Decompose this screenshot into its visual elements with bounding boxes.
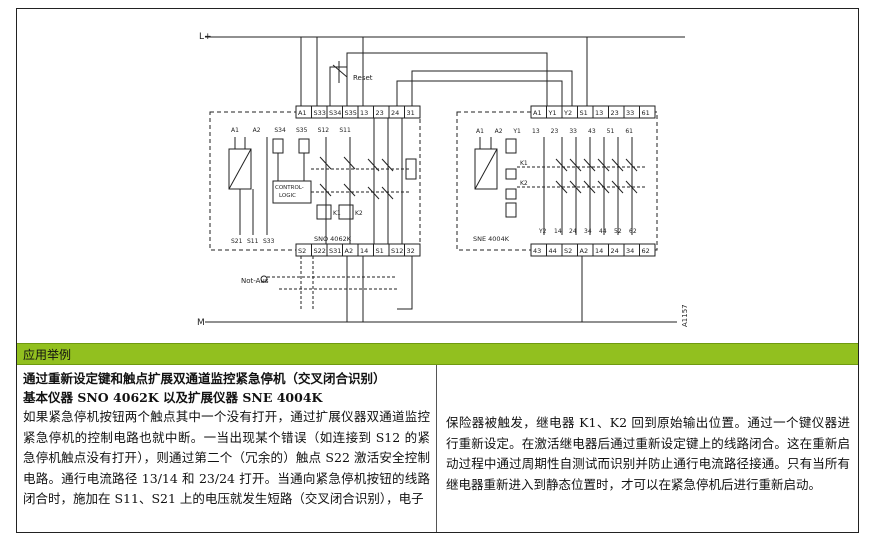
exp-internal-top-label: A1 [476,128,484,135]
base-internal-top-label: A1 [231,127,239,134]
exp-bottom-terminal: A2 [580,247,589,255]
base-bottom-terminal: 14 [360,247,368,255]
circuit-schematic: L+ M Reset Not-Aus SNO 4062K SNE 4004K C… [197,32,689,328]
base-bottom-terminal: S1 [376,247,384,255]
exp-unit-name: SNE 4004K [473,235,510,243]
base-relay-k2: K2 [355,210,363,217]
base-bottom-terminal: S12 [391,247,403,255]
base-internal-top-label: S12 [318,127,330,134]
base-bottom-terminal: 32 [407,247,415,255]
exp-contacts [555,137,638,235]
base-internal-top-label: A2 [253,127,261,134]
exp-bottom-terminal: 62 [642,247,650,255]
exp-internal-bottom-label: 34 [584,228,592,235]
title-primary: 通过重新设定键和触点扩展双通道监控紧急停机（交叉闭合识别） [23,371,386,386]
exp-internal-top-label: Y1 [512,128,521,135]
exp-internal-top-label: 33 [569,128,577,135]
base-top-terminal: A1 [298,109,307,117]
exp-top-terminal: Y1 [548,109,557,117]
section-bar-label: 应用举例 [23,348,72,362]
base-bottom-terminal: S2 [298,247,306,255]
reset-label: Reset [353,74,373,82]
left-column: 通过重新设定键和触点扩展双通道监控紧急停机（交叉闭合识别） 基本仪器 SNO 4… [17,365,437,532]
base-bottom-terminal: S22 [314,247,326,255]
control-logic-label-2: LOGIC [279,193,296,199]
exp-internal-top-label: 51 [607,128,615,135]
control-logic-label-1: CONTROL- [275,185,304,191]
right-body-text: 保险器被触发，继电器 K1、K2 回到原始输出位置。通过一个键仪器进行重新设定。… [446,415,850,492]
exp-top-terminal: Y2 [563,109,572,117]
exp-bottom-terminal: 44 [549,247,557,255]
exp-internal-top-label: 43 [588,128,596,135]
exp-relay-k2: K2 [520,180,528,187]
exp-top-terminal: A1 [533,109,542,117]
base-internal-bottom-label: S33 [263,238,275,245]
exp-top-terminal: 13 [595,109,603,117]
title-secondary: 基本仪器 SNO 4062K 以及扩展仪器 SNE 4004K [23,390,323,405]
exp-internal-bottom-label: 62 [629,228,637,235]
rail-top-label: L+ [199,32,212,42]
figure-id: A1157 [681,304,689,327]
base-top-terminal: 31 [407,109,415,117]
base-top-terminal: 24 [391,109,399,117]
rail-bottom-label: M [197,318,205,328]
exp-top-terminal: S1 [580,109,588,117]
exp-top-terminal: 33 [626,109,634,117]
exp-bottom-terminal: 14 [595,247,603,255]
base-internal-top-label: S11 [339,127,351,134]
base-bottom-terminal: A2 [345,247,354,255]
document-page: L+ M Reset Not-Aus SNO 4062K SNE 4004K C… [16,8,859,533]
description-table: 通过重新设定键和触点扩展双通道监控紧急停机（交叉闭合识别） 基本仪器 SNO 4… [17,365,858,532]
exp-internal-top-label: 23 [551,128,559,135]
exp-internal-bottom-label: 52 [614,228,622,235]
exp-internal-top-label: A2 [495,128,503,135]
section-bar: 应用举例 [17,343,858,365]
base-relay-k1: K1 [333,210,341,217]
exp-bottom-terminal: 24 [611,247,619,255]
exp-top-terminal: 23 [611,109,619,117]
exp-internal-top-label: 61 [625,128,633,135]
base-internal-top-label: S34 [274,127,286,134]
exp-bottom-terminal: 34 [626,247,634,255]
estop-label: Not-Aus [241,277,269,285]
exp-internal-bottom-label: 44 [599,228,607,235]
base-unit-name: SNO 4062K [314,235,352,243]
exp-internal-bottom-label: 14 [554,228,562,235]
base-top-terminal: S35 [345,109,357,117]
exp-bottom-terminal: S2 [564,247,572,255]
base-internal-bottom-label: S21 [231,238,243,245]
base-internal-bottom-label: S11 [247,238,259,245]
exp-relay-k1: K1 [520,160,528,167]
base-top-terminal: 23 [376,109,384,117]
exp-internal-bottom-label: Y2 [538,228,547,235]
base-top-terminal: S33 [314,109,326,117]
base-internal-top-label: S35 [296,127,308,134]
exp-internal-top-label: 13 [532,128,540,135]
exp-internal-bottom-label: 24 [569,228,577,235]
right-column: 保险器被触发，继电器 K1、K2 回到原始输出位置。通过一个键仪器进行重新设定。… [438,365,858,532]
left-body-text: 如果紧急停机按钮两个触点其中一个没有打开，通过扩展仪器双通道监控紧急停机的控制电… [23,409,430,506]
base-top-terminal: 13 [360,109,368,117]
base-top-terminal: S34 [329,109,341,117]
wiring-diagram: L+ M Reset Not-Aus SNO 4062K SNE 4004K C… [17,9,858,343]
exp-bottom-terminal: 43 [533,247,541,255]
exp-top-terminal: 61 [642,109,650,117]
base-bottom-terminal: S31 [329,247,341,255]
